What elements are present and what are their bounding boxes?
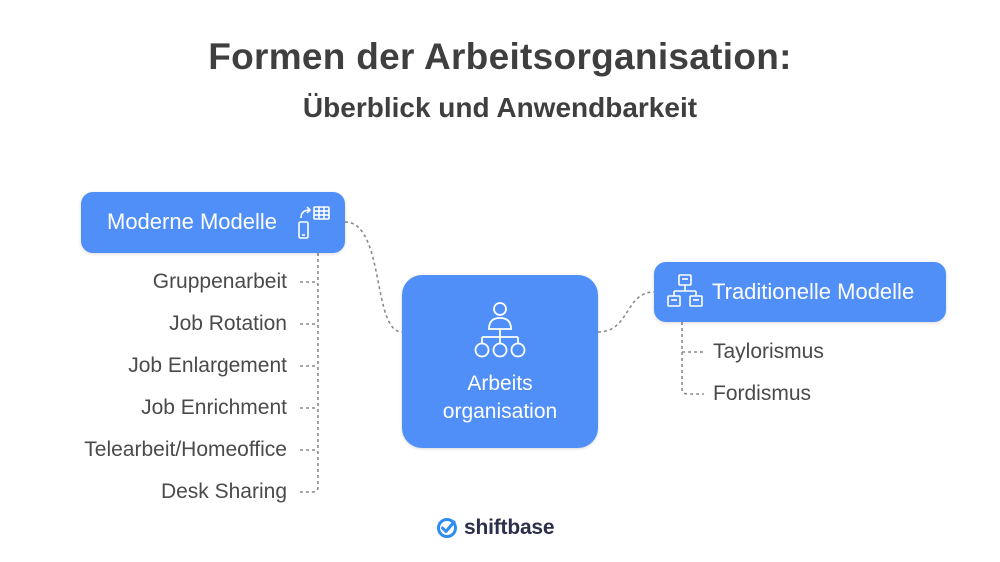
traditional-item-2: Fordismus [713,382,812,405]
shiftbase-logo: shiftbase [436,513,555,543]
connector-modern-to-center [344,221,403,333]
modern-item-3: Job Enlargement [128,354,287,377]
modern-models-label: Moderne Modelle [107,209,277,234]
org-chart-icon [472,301,528,364]
devices-exchange-icon [295,204,333,247]
traditional-models-node: Traditionelle Modelle [654,262,946,322]
connector-center-to-traditional [597,291,655,333]
modern-item-1: Gruppenarbeit [152,270,287,293]
center-node: Arbeits organisation [402,275,598,448]
center-node-line2: organisation [442,400,558,423]
traditional-models-label: Traditionelle Modelle [712,279,915,304]
diagram-subtitle: Überblick und Anwendbarkeit [302,92,698,123]
shiftbase-check-icon [436,517,458,539]
modern-item-4: Job Enrichment [141,396,287,419]
brand-name: shiftbase [464,516,555,539]
traditional-item-1: Taylorismus [713,340,824,363]
modern-item-5: Telearbeit/Homeoffice [84,438,287,461]
center-node-line1: Arbeits [467,372,533,395]
connector-modern-trunk [298,253,319,493]
diagram-title: Formen der Arbeitsorganisation: [208,36,792,77]
modern-item-2: Job Rotation [169,312,287,335]
center-node-label: Arbeits organisation [402,370,598,426]
modern-item-6: Desk Sharing [160,480,287,503]
modern-models-node: Moderne Modelle [81,192,345,253]
hierarchy-icon [666,273,704,316]
connector-trad-trunk [681,322,704,395]
